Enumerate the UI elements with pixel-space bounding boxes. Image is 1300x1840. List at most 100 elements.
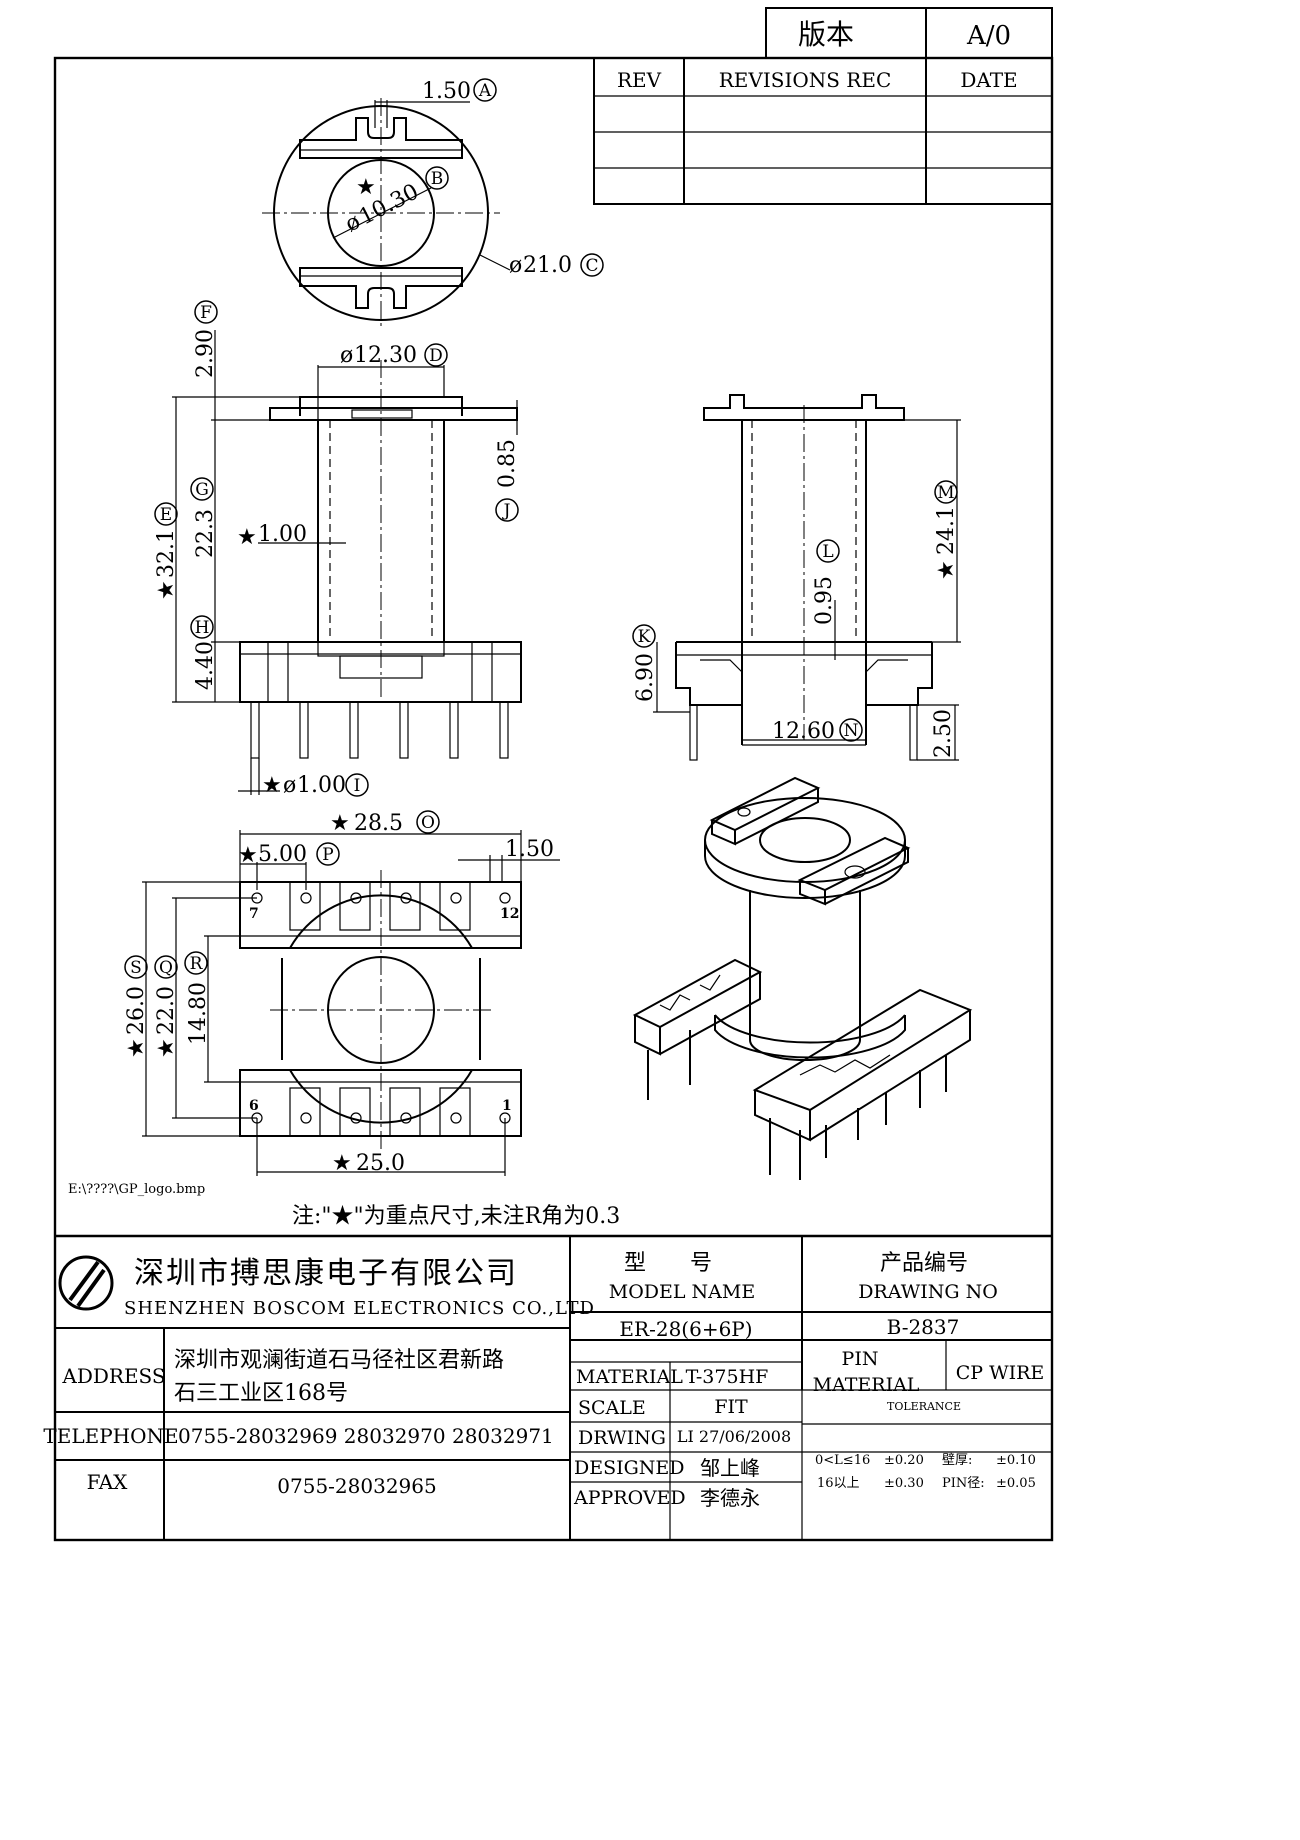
dim-bottom-star: ★: [332, 1151, 352, 1176]
drawing-label-cn: 产品编号: [880, 1251, 968, 1276]
rev-header: REV: [617, 68, 662, 92]
marker-g: G: [195, 480, 209, 500]
tol-row2-value2: ±0.05: [996, 1476, 1036, 1491]
marker-s: S: [130, 958, 142, 978]
marker-j: J: [502, 501, 511, 521]
marker-n: N: [844, 721, 859, 741]
marker-l: L: [822, 542, 833, 562]
address-line1: 深圳市观澜街道石马径社区君新路: [174, 1348, 504, 1373]
designed-label: DESIGNED: [574, 1457, 685, 1479]
address-label: ADDRESS: [61, 1364, 165, 1388]
dim-n2-value: 2.50: [931, 709, 956, 758]
dim-d-diameter: ø: [340, 343, 353, 368]
drawing-label-en: DRAWING NO: [858, 1281, 998, 1303]
dim-n-value: 12.60: [772, 719, 835, 744]
pin-material-label-1: PIN: [842, 1348, 879, 1370]
logo-path: E:\????\GP_logo.bmp: [68, 1182, 205, 1197]
dim-i-star: ★: [262, 773, 282, 798]
company-name-en: SHENZHEN BOSCOM ELECTRONICS CO.,LTD: [124, 1298, 595, 1319]
marker-h: H: [195, 618, 210, 638]
tol-row1-range: 0<L≤16: [815, 1453, 870, 1468]
dim-r-value: 14.80: [186, 982, 211, 1045]
tol-row1-value: ±0.20: [884, 1453, 924, 1468]
revisions-rec-header: REVISIONS REC: [719, 68, 892, 92]
address-line2: 石三工业区168号: [174, 1381, 348, 1406]
tol-row1-value2: ±0.10: [996, 1453, 1036, 1468]
version-label: 版本: [798, 18, 854, 51]
tol-row2-value: ±0.30: [884, 1476, 924, 1491]
scale-value: FIT: [714, 1396, 748, 1418]
front-view: [172, 330, 522, 795]
dim-wall-star: ★: [237, 525, 257, 550]
drawing-frame: [53, 56, 1054, 1542]
dim-j-value: 0.85: [495, 439, 520, 488]
dim-bottom-value: 25.0: [356, 1151, 405, 1176]
front-view-pins: [250, 701, 509, 759]
dim-a-value: 1.50: [422, 79, 471, 104]
pin-1: 1: [502, 1098, 512, 1114]
pin-12: 12: [500, 906, 519, 922]
marker-k: K: [638, 627, 651, 647]
note-text: 注:"★"为重点尺寸,未注R角为0.3: [292, 1204, 620, 1229]
designed-value: 邹上峰: [700, 1456, 760, 1480]
pin-7: 7: [249, 906, 259, 922]
marker-q: Q: [159, 958, 173, 978]
material-label: MATERIAL: [576, 1366, 683, 1388]
dim-g-value: 22.3: [193, 509, 218, 558]
marker-c: C: [585, 256, 598, 276]
dim-c-value: 21.0: [523, 253, 572, 278]
drawing-value: B-2837: [887, 1315, 960, 1339]
marker-o: O: [421, 813, 435, 833]
marker-i: I: [354, 776, 361, 796]
marker-f: F: [200, 303, 212, 323]
marker-d: D: [429, 346, 443, 366]
model-label-en: MODEL NAME: [609, 1281, 755, 1303]
dim-i-diameter: ø: [283, 773, 296, 798]
dim-d-value: 12.30: [354, 343, 417, 368]
tol-row2-label: PIN径:: [942, 1476, 985, 1491]
tol-row1-label: 壁厚:: [942, 1453, 972, 1468]
bottom-view: [142, 830, 560, 1176]
dim-f-value: 2.90: [193, 329, 218, 378]
telephone-label: TELEPHONE: [43, 1424, 178, 1448]
model-label-cn: 型 号: [624, 1251, 712, 1276]
version-value: A/0: [966, 21, 1011, 51]
pin-material-value: CP WIRE: [956, 1362, 1045, 1384]
material-value: T-375HF: [686, 1366, 769, 1388]
revision-box: 版本 A/0: [765, 7, 1053, 59]
dim-q-value: 22.0: [154, 986, 179, 1035]
scale-label: SCALE: [578, 1397, 646, 1419]
dim-p-star: ★: [238, 843, 258, 868]
date-header: DATE: [960, 68, 1017, 92]
dim-c-diameter: ø: [509, 253, 522, 278]
dim-s-star: ★: [124, 1038, 149, 1058]
marker-m: M: [937, 483, 954, 503]
approved-label: APPROVED: [573, 1487, 686, 1509]
title-block: [55, 1234, 1052, 1540]
side-view: [653, 394, 961, 761]
fax-label: FAX: [87, 1470, 129, 1494]
dim-p-value: 5.00: [258, 842, 307, 867]
drwing-value: LI 27/06/2008: [677, 1427, 791, 1446]
dim-b-star: ★: [356, 175, 376, 200]
dim-h-value: 4.40: [193, 641, 218, 690]
dim-e-value: 32.1: [154, 529, 179, 578]
dim-o-value: 28.5: [354, 811, 403, 836]
dim-s-value: 26.0: [124, 986, 149, 1035]
marker-r: R: [190, 954, 204, 974]
company-name-cn: 深圳市搏思康电子有限公司: [134, 1256, 518, 1291]
dim-o-star: ★: [330, 811, 350, 836]
marker-p: P: [322, 845, 333, 865]
engineering-drawing: 版本 A/0 REV REVISIONS REC DATE 1.50 A: [43, 7, 1054, 1542]
dim-wall-value: 1.00: [258, 522, 307, 547]
tolerance-label: TOLERANCE: [887, 1400, 961, 1413]
dim-i-value: 1.00: [297, 773, 346, 798]
revision-table: REV REVISIONS REC DATE: [593, 57, 1053, 205]
telephone-value: 0755-28032969 28032970 28032971: [178, 1424, 554, 1448]
tol-row2-range: 16以上: [817, 1476, 860, 1491]
approved-value: 李德永: [700, 1486, 760, 1510]
dim-l-value: 0.95: [812, 576, 837, 625]
isometric-view: [632, 776, 973, 1180]
drwing-label: DRWING: [578, 1427, 666, 1449]
top-view: [262, 98, 511, 330]
